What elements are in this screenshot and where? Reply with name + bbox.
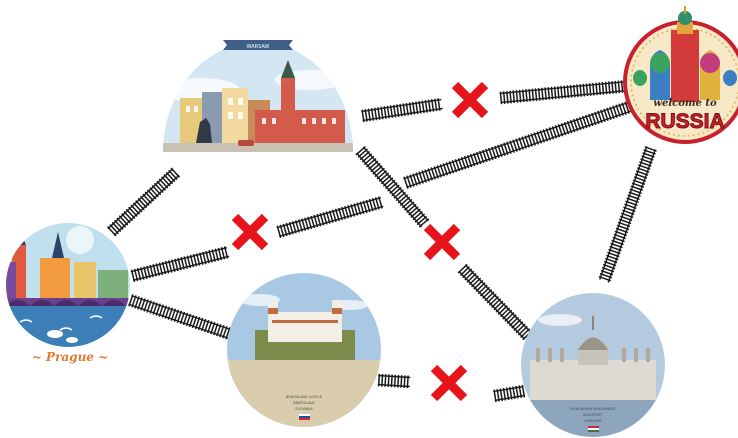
- russia-welcome-text: welcome to: [653, 98, 717, 109]
- track-segment: [361, 98, 443, 123]
- budapest-caption-line-3: HUNGARY: [584, 419, 603, 423]
- bratislava-caption-line-3: SLOVAKIA: [295, 407, 313, 411]
- slovakia-flag-icon: [299, 414, 310, 420]
- city-warsaw[interactable]: WARSAW: [160, 40, 360, 155]
- budapest-caption-line-2: BUDAPEST: [583, 413, 603, 417]
- track-rail: [607, 149, 656, 283]
- city-budapest[interactable]: HUNGARIAN PARLIAMENT BUDAPEST HUNGARY: [515, 290, 675, 438]
- track-rail: [276, 197, 381, 229]
- track-segment: [403, 100, 634, 189]
- track-segment: [106, 167, 181, 237]
- track-rail: [500, 89, 629, 104]
- track-rail: [362, 146, 429, 222]
- track-rail: [406, 109, 634, 188]
- city-russia[interactable]: welcome to RUSSIA: [623, 6, 738, 144]
- blocked-x-icon: [423, 223, 461, 261]
- track-rail: [113, 174, 180, 236]
- track-rail: [464, 264, 532, 334]
- track-rail: [279, 205, 384, 237]
- track-rail: [403, 101, 631, 180]
- track-segment: [598, 146, 657, 283]
- track-segment: [457, 263, 533, 341]
- blocked-x-icon: [451, 81, 489, 119]
- bratislava-caption-line-1: BRATISLAVA CASTLE: [286, 395, 323, 399]
- hungary-flag-icon: [588, 426, 599, 432]
- track-rail: [377, 383, 410, 388]
- budapest-caption-line-1: HUNGARIAN PARLIAMENT: [570, 407, 617, 411]
- track-segment: [499, 79, 629, 105]
- track-rail: [494, 394, 525, 402]
- track-segment: [276, 196, 384, 238]
- blocked-x-icon: [231, 213, 269, 251]
- bratislava-caption-line-2: BRATISLAVA: [293, 401, 315, 405]
- track-rail: [458, 270, 526, 340]
- track-segment: [355, 146, 430, 228]
- track-rail: [361, 98, 442, 113]
- track-rail: [499, 80, 628, 95]
- track-rail: [378, 374, 411, 379]
- track-segment: [128, 294, 232, 340]
- track-rail: [362, 107, 443, 122]
- blocked-x-icon: [430, 364, 468, 402]
- blocked-markers: [231, 81, 489, 402]
- track-segment: [130, 246, 230, 283]
- track-rail: [130, 246, 228, 273]
- track-segment: [493, 384, 526, 403]
- track-rail: [599, 146, 648, 280]
- prague-caption: ~ Prague ~: [32, 350, 108, 364]
- track-rail: [132, 255, 230, 282]
- track-rail: [128, 303, 229, 339]
- city-bratislava[interactable]: BRATISLAVA CASTLE BRATISLAVA SLOVAKIA: [225, 270, 385, 430]
- track-rail: [493, 385, 524, 393]
- city-prague[interactable]: ~ Prague ~: [0, 220, 140, 364]
- railway-tracks: [106, 79, 657, 403]
- track-rail: [131, 295, 232, 331]
- track-rail: [356, 152, 423, 228]
- russia-country-text: RUSSIA: [645, 110, 724, 133]
- warsaw-banner: WARSAW: [247, 44, 270, 50]
- track-rail: [107, 168, 174, 230]
- track-segment: [377, 373, 411, 389]
